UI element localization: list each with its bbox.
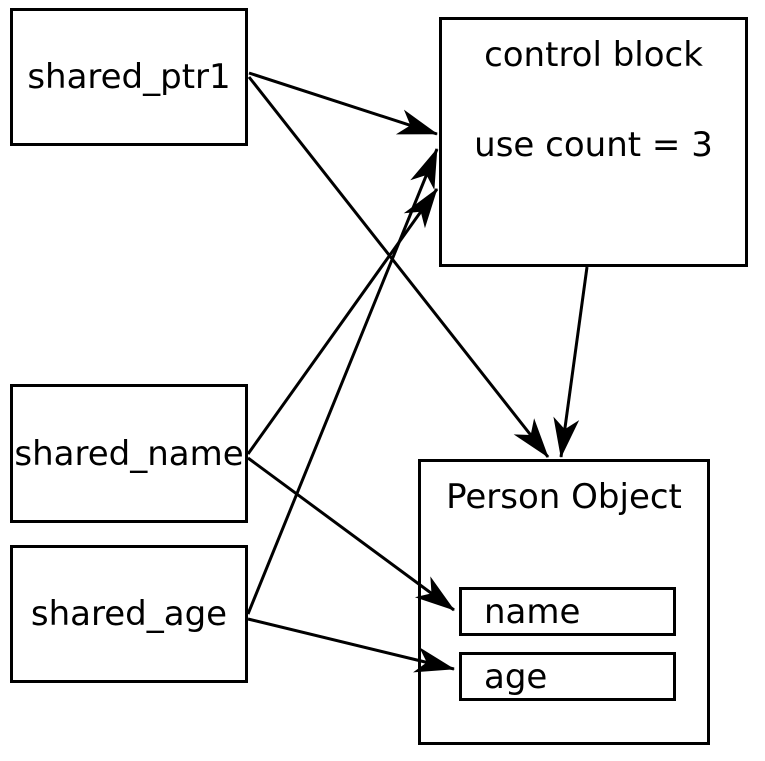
control-block-title: control block — [484, 35, 703, 75]
node-person-object: Person Object name age — [418, 459, 710, 745]
control-block-use-count: use count = 3 — [474, 125, 713, 165]
arrow-shared-ptr1-to-control-block — [248, 71, 438, 136]
node-shared-age-label: shared_age — [30, 594, 228, 634]
node-shared-age: shared_age — [10, 545, 248, 683]
field-name-label: name — [484, 591, 581, 632]
node-shared-name: shared_name — [10, 384, 248, 523]
node-shared-ptr1: shared_ptr1 — [10, 8, 248, 146]
field-age-label: age — [484, 656, 548, 697]
field-name-box: name — [459, 587, 676, 636]
node-shared-name-label: shared_name — [14, 433, 244, 474]
arrow-shared-name-to-control-block — [246, 188, 439, 455]
field-age-box: age — [459, 652, 676, 701]
node-control-block: control block use count = 3 — [439, 17, 748, 267]
person-object-title: Person Object — [446, 477, 682, 517]
arrow-control-block-to-person-object — [553, 266, 589, 458]
arrow-shared-age-to-control-block — [246, 148, 439, 615]
node-shared-ptr1-label: shared_ptr1 — [27, 57, 231, 97]
